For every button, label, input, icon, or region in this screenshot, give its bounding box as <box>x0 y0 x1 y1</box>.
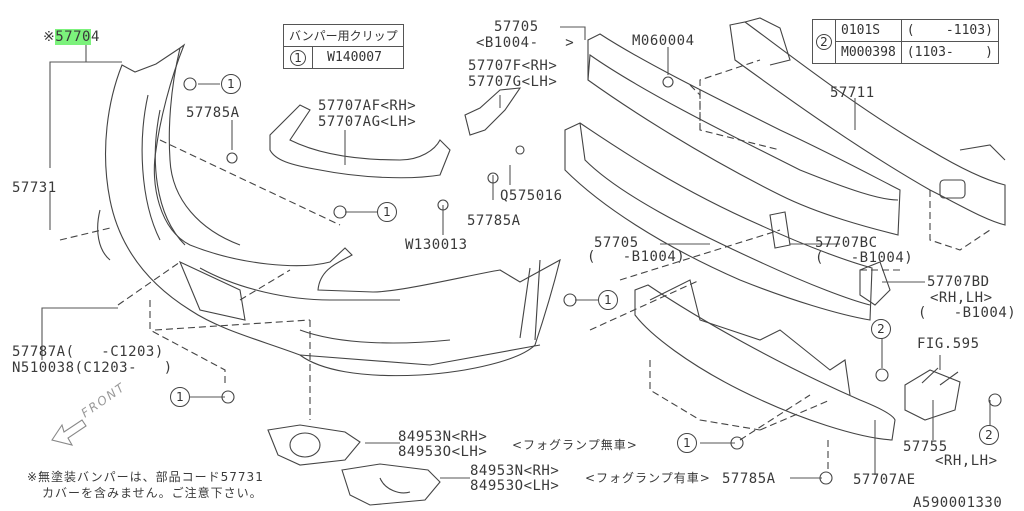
part-label-57731[interactable]: 57731 <box>12 180 57 196</box>
note-line-2: カバーを含みません。ご注意下さい。 <box>42 486 263 500</box>
part-label-57707af[interactable]: 57707AF<RH> <box>318 98 417 114</box>
ref-marker-1: 1 <box>677 433 697 453</box>
ref-marker-1: 1 <box>290 49 307 66</box>
fog-lamp-covers <box>267 424 441 506</box>
part-label-57705-top-range: <B1004- > <box>476 35 575 51</box>
part-number-suffix: 4 <box>90 29 100 45</box>
part-label-57705-top[interactable]: 57705 <box>494 19 539 35</box>
ref-marker-1: 1 <box>221 74 241 94</box>
part-label-57705-mid[interactable]: 57705 <box>594 235 639 251</box>
part-label-n510038[interactable]: N510038(C1203- ) <box>12 360 173 376</box>
ref-marker-1: 1 <box>598 290 618 310</box>
part-label-57711[interactable]: 57711 <box>830 85 875 101</box>
ref-marker-1: 1 <box>170 387 190 407</box>
ref-marker-2: 2 <box>816 33 832 50</box>
ref2-table-row: 2 0101S ( -1103) <box>812 19 999 64</box>
part-label-57755-side: <RH,LH> <box>935 453 998 469</box>
part-label-q575016[interactable]: Q575016 <box>500 188 563 204</box>
clip-table-row: 1 W140007 <box>282 46 404 69</box>
clip-table-header: バンパー用クリップ <box>283 24 404 47</box>
part-label-57785a-mid[interactable]: 57785A <box>467 213 521 229</box>
part-label-57707ae[interactable]: 57707AE <box>853 472 916 488</box>
note-mark: ※ <box>43 29 56 45</box>
clip-table: バンパー用クリップ 1 W140007 <box>282 24 404 69</box>
ref2-range: (1103- ) <box>900 41 999 64</box>
ref2-range: ( -1103) <box>900 19 999 42</box>
part-label-57707bd[interactable]: 57707BD <box>927 274 990 290</box>
part-label-57785a-top[interactable]: 57785A <box>186 105 240 121</box>
part-label-57707g[interactable]: 57707G<LH> <box>468 74 558 90</box>
part-label-57705-mid-range: ( -B1004) <box>587 249 686 265</box>
fog2-note: <フォグランプ有車> <box>585 471 711 485</box>
part-label-57785a-bottom[interactable]: 57785A <box>722 471 776 487</box>
part-label-57707bc[interactable]: 57707BC <box>815 235 878 251</box>
ref-marker-1: 1 <box>377 202 397 222</box>
ref2-part-number[interactable]: 0101S <box>835 19 902 42</box>
part-label-fog2-lh[interactable]: 84953O<LH> <box>470 478 560 494</box>
part-label-fog2-rh[interactable]: 84953N<RH> <box>470 463 560 479</box>
ref2-table-row: M000398 (1103- ) <box>813 41 999 64</box>
part-label-57707ag[interactable]: 57707AG<LH> <box>318 114 417 130</box>
part-label-fog1-rh[interactable]: 84953N<RH> <box>398 429 488 445</box>
lower-absorber <box>634 279 896 441</box>
part-label-57707bd-side: <RH,LH> <box>930 290 993 306</box>
assembly-lines <box>59 59 991 470</box>
part-label-57707bd-range: ( -B1004) <box>918 305 1017 321</box>
note-line-1: ※無塗装バンパーは、部品コード57731 <box>27 470 264 484</box>
front-arrow-icon <box>51 419 87 446</box>
energy-absorber-upper <box>587 33 901 236</box>
part-label-57707f[interactable]: 57707F<RH> <box>468 58 558 74</box>
highlighted-part-number: 5770 <box>55 29 91 45</box>
ref-marker-2: 2 <box>871 319 891 339</box>
bumper-cover-drawing <box>97 43 561 377</box>
part-label-fog1-lh[interactable]: 84953O<LH> <box>398 444 488 460</box>
fig-arrows <box>921 367 959 386</box>
fig-595-reference[interactable]: FIG.595 <box>917 336 980 352</box>
energy-absorber-lower <box>564 122 873 321</box>
diagram-code: A590001330 <box>913 495 1003 511</box>
ref-marker-2: 2 <box>979 425 999 445</box>
side-brackets <box>269 87 961 421</box>
clip-part-number[interactable]: W140007 <box>312 46 404 69</box>
fog1-note: <フォグランプ無車> <box>512 438 638 452</box>
ref2-part-number[interactable]: M000398 <box>835 41 902 64</box>
bumper-reinforcement <box>729 17 1006 226</box>
ref2-table: 2 0101S ( -1103) M000398 (1103- ) <box>812 19 999 64</box>
part-label-57707bc-range: ( -B1004) <box>815 250 914 266</box>
part-label-57755[interactable]: 57755 <box>903 439 948 455</box>
assembly-part-number[interactable]: ※57704 <box>43 29 100 45</box>
fasteners <box>183 76 1002 485</box>
leader-lines <box>41 26 991 479</box>
part-label-w130013[interactable]: W130013 <box>405 237 468 253</box>
part-label-m060004[interactable]: M060004 <box>632 33 695 49</box>
part-label-57787a[interactable]: 57787A( -C1203) <box>12 344 164 360</box>
